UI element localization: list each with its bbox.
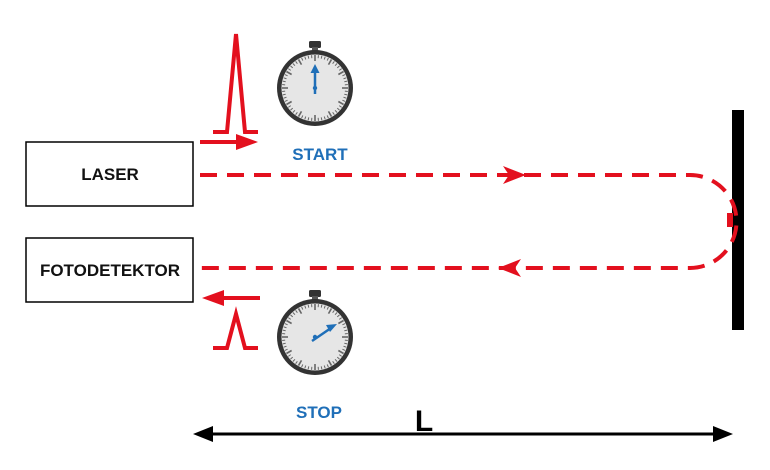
detector-box: FOTODETEKTOR [25, 237, 194, 303]
pulse-out-icon [213, 33, 258, 134]
beam-arrow-out [503, 166, 526, 184]
beam-path [200, 173, 739, 270]
beam-contact [727, 213, 733, 227]
laser-label: LASER [81, 165, 139, 184]
stop-label: STOP [296, 403, 342, 422]
emit-arrow [200, 134, 258, 150]
pulse-in-icon [213, 306, 258, 350]
mirror [732, 110, 744, 330]
laser-box: LASER [25, 141, 194, 207]
receive-arrow [202, 290, 260, 306]
detector-label: FOTODETEKTOR [40, 261, 180, 280]
start-stopwatch-icon [276, 40, 354, 127]
beam-arrow-back [498, 259, 521, 277]
stop-stopwatch-icon [276, 289, 354, 376]
start-label: START [292, 145, 348, 164]
distance-label: L [415, 405, 433, 438]
distance-arrow [193, 426, 733, 442]
